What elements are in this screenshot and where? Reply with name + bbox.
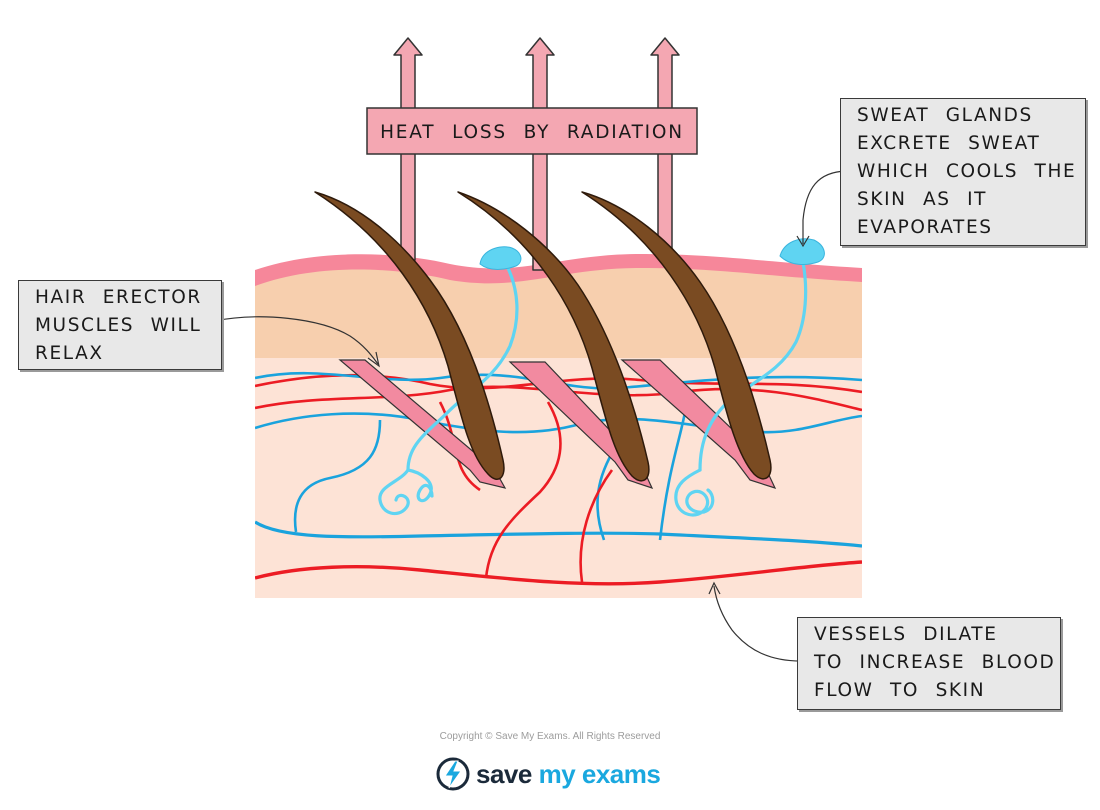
brand-wordmark: save my exams xyxy=(476,758,661,790)
deep-vein xyxy=(255,520,862,548)
heat-loss-banner-label: HEAT LOSS BY RADIATION xyxy=(380,122,684,143)
leader-sweat xyxy=(802,170,847,244)
sweat-droplet-1 xyxy=(479,246,522,270)
hair-2 xyxy=(457,191,650,482)
artery-branch-2 xyxy=(579,469,614,583)
sweat-duct-1 xyxy=(406,260,519,472)
heat-loss-banner: HEAT LOSS BY RADIATION xyxy=(366,107,698,155)
callout-sweat-line-3: WHICH COOLS THE xyxy=(857,161,1077,182)
sweat-duct-2 xyxy=(698,260,808,472)
callout-vessels-line-2: TO INCREASE BLOOD xyxy=(814,652,1056,673)
artery-branch-1 xyxy=(484,401,562,579)
sweat-glands xyxy=(378,260,808,517)
callout-vessels-line-3: FLOW TO SKIN xyxy=(814,680,986,701)
leader-vessels xyxy=(713,585,806,662)
callout-hair-line-1: HAIR ERECTOR xyxy=(35,287,202,308)
callout-hair-line-3: RELAX xyxy=(35,343,104,364)
callout-sweat-line-4: SKIN AS IT xyxy=(857,189,988,210)
hair-3 xyxy=(581,191,772,480)
lightning-bolt-icon xyxy=(436,757,470,791)
vein-branch-1 xyxy=(293,419,382,533)
callout-sweat-line-5: EVAPORATES xyxy=(857,217,993,238)
leader-hair xyxy=(213,316,379,365)
sweat-coil-2 xyxy=(674,468,715,517)
callout-hair-erector: HAIR ERECTOR MUSCLES WILL RELAX xyxy=(18,280,222,370)
brand-word-save: save xyxy=(476,758,532,789)
copyright-notice: Copyright © Save My Exams. All Rights Re… xyxy=(439,731,661,742)
callout-sweat-glands: SWEAT GLANDS EXCRETE SWEAT WHICH COOLS T… xyxy=(840,98,1086,246)
leader-vessels-arrowhead xyxy=(708,581,721,595)
callout-vessels-dilate: VESSELS DILATE TO INCREASE BLOOD FLOW TO… xyxy=(797,617,1061,710)
vein-branch-3 xyxy=(658,411,687,541)
callout-hair-line-2: MUSCLES WILL xyxy=(35,315,202,336)
callout-sweat-line-2: EXCRETE SWEAT xyxy=(857,133,1041,154)
sweat-coil-1 xyxy=(378,468,434,516)
hair-1 xyxy=(314,191,505,480)
leader-lines xyxy=(213,170,847,662)
leader-hair-arrowhead xyxy=(367,351,380,368)
hairs xyxy=(314,191,772,482)
brand-logo: save my exams xyxy=(436,754,661,794)
erector-muscle-3 xyxy=(620,359,777,489)
sweat-droplet-2 xyxy=(779,238,825,265)
leader-sweat-arrowhead xyxy=(796,235,810,248)
erector-muscles xyxy=(338,359,777,490)
deep-artery xyxy=(255,560,862,586)
brand-word-myexams: my exams xyxy=(538,758,661,789)
erector-muscle-1 xyxy=(338,359,507,489)
erector-muscle-2 xyxy=(508,361,654,490)
callout-vessels-line-1: VESSELS DILATE xyxy=(814,624,998,645)
callout-sweat-line-1: SWEAT GLANDS xyxy=(857,105,1033,126)
sweat-droplets xyxy=(479,238,825,270)
